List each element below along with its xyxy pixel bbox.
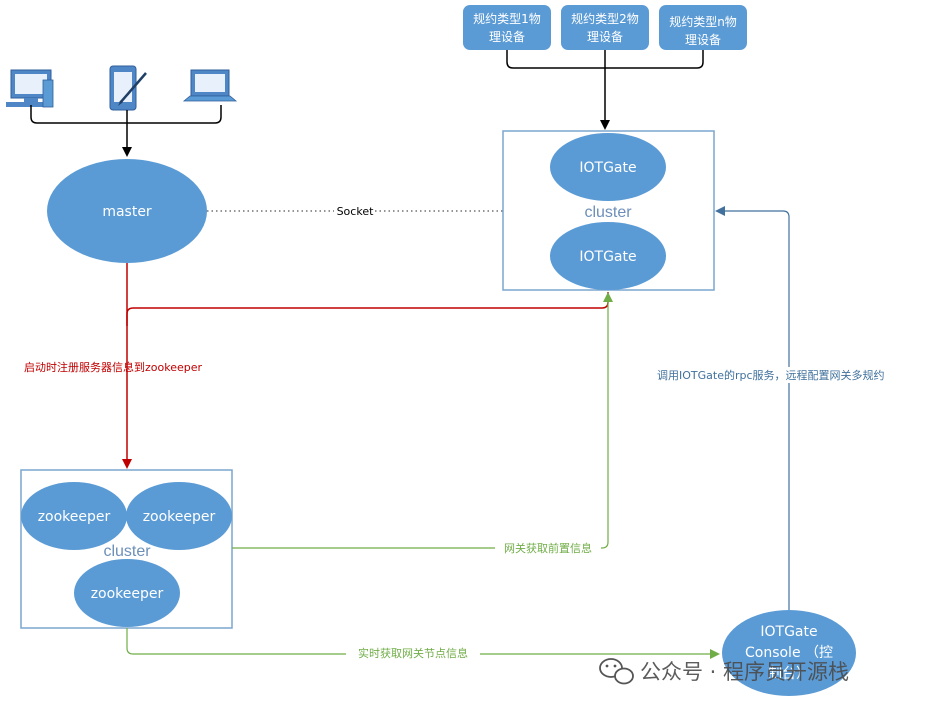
realtime-fetch-edge bbox=[126, 628, 720, 659]
console-label-line3: 制台） bbox=[768, 666, 810, 682]
protocol-device-1-line1: 规约类型1物 bbox=[473, 11, 541, 26]
zookeeper-node-3 bbox=[74, 559, 180, 627]
zookeeper-cluster-label: cluster bbox=[103, 543, 151, 560]
desktop-computer-icon bbox=[6, 69, 54, 108]
master-label: master bbox=[102, 204, 152, 220]
zookeeper-node-1-label: zookeeper bbox=[38, 509, 111, 525]
realtime-fetch-label: 实时获取网关节点信息 bbox=[358, 646, 468, 660]
watermark: 公众号 · 程序员开源栈 bbox=[599, 658, 849, 685]
zookeeper-node-2 bbox=[126, 482, 232, 550]
protocol-device-1: 规约类型1物 理设备 bbox=[463, 5, 551, 50]
iotgate-node-1 bbox=[550, 133, 666, 201]
protocol-device-n-line1: 规约类型n物 bbox=[669, 14, 737, 29]
master-node: master bbox=[47, 159, 207, 263]
zookeeper-node-3-label: zookeeper bbox=[91, 586, 164, 602]
zookeeper-cluster: zookeeper zookeeper cluster zookeeper bbox=[20, 469, 233, 629]
watermark-text: 公众号 · 程序员开源栈 bbox=[640, 660, 849, 684]
iotgate-cluster: IOTGate cluster IOTGate bbox=[502, 130, 715, 291]
console-label-line2: Console （控 bbox=[745, 645, 833, 661]
iotgate-node-2-label: IOTGate bbox=[579, 249, 636, 265]
gateway-fetch-label: 网关获取前置信息 bbox=[504, 541, 592, 555]
protocol-device-2-line1: 规约类型2物 bbox=[571, 11, 639, 26]
zookeeper-node-1 bbox=[21, 482, 127, 550]
rpc-edge bbox=[715, 206, 790, 610]
laptop-icon bbox=[182, 69, 238, 102]
protocol-device-n-line2: 理设备 bbox=[685, 33, 721, 47]
protocol-device-n: 规约类型n物 理设备 bbox=[659, 5, 747, 50]
rpc-edge-label: 调用IOTGate的rpc服务，远程配置网关多规约 bbox=[657, 368, 885, 382]
zookeeper-node-2-label: zookeeper bbox=[143, 509, 216, 525]
clients-to-master-connector bbox=[30, 105, 222, 157]
socket-label: Socket bbox=[337, 205, 375, 218]
iotgate-cluster-label: cluster bbox=[584, 204, 632, 221]
protocol-device-2: 规约类型2物 理设备 bbox=[561, 5, 649, 50]
protocol-device-1-line2: 理设备 bbox=[489, 30, 525, 44]
protocol-device-2-line2: 理设备 bbox=[587, 30, 623, 44]
console-node: IOTGate Console （控 制台） bbox=[722, 610, 856, 696]
tablet-pen-icon bbox=[109, 65, 147, 111]
iotgate-node-1-label: IOTGate bbox=[579, 160, 636, 176]
socket-link: Socket bbox=[207, 205, 503, 218]
console-label-line1: IOTGate bbox=[760, 624, 817, 640]
iotgate-node-2 bbox=[550, 222, 666, 290]
wechat-icon bbox=[599, 658, 634, 685]
register-edge-label: 启动时注册服务器信息到zookeeper bbox=[24, 360, 202, 374]
devices-to-iotgate-connector bbox=[506, 50, 704, 130]
gateway-fetch-edge bbox=[232, 292, 613, 549]
